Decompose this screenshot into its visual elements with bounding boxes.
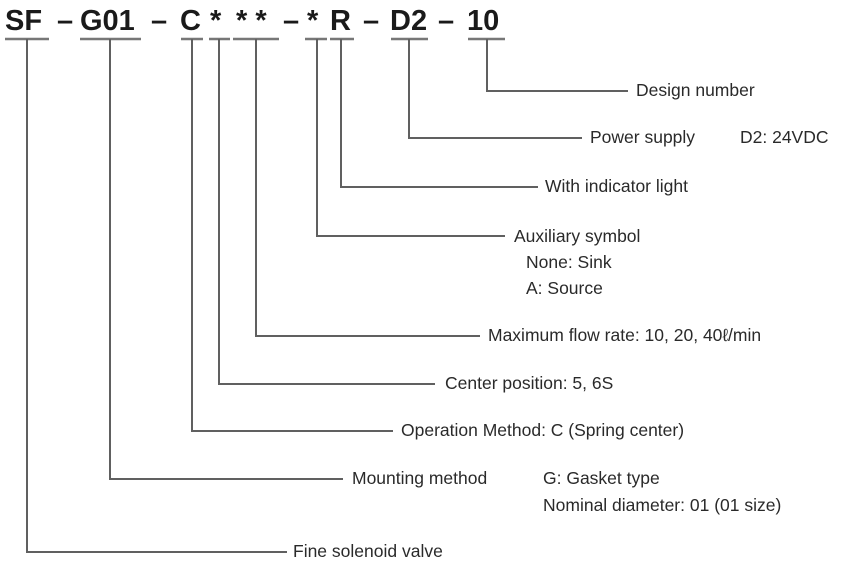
label-max-flow: Maximum flow rate: 10, 20, 40ℓ/min	[488, 325, 762, 345]
label-auxiliary: Auxiliary symbol	[514, 226, 641, 246]
leader-auxiliary	[316, 39, 505, 237]
leader-design-number	[486, 39, 628, 92]
label-indicator: With indicator light	[545, 176, 688, 196]
leader-mounting	[109, 39, 343, 480]
leader-indicator	[340, 39, 538, 188]
label-center-position: Center position: 5, 6S	[445, 373, 614, 393]
code-dash: –	[363, 5, 380, 37]
code-dash: –	[438, 5, 455, 37]
code-10: 10	[467, 5, 500, 37]
label-valve: Fine solenoid valve	[293, 541, 443, 561]
label-operation-method: Operation Method: C (Spring center)	[401, 420, 685, 440]
code-r: R	[330, 5, 351, 37]
code-auxiliary: *	[307, 5, 319, 37]
label-power-supply-detail: D2: 24VDC	[740, 127, 829, 147]
label-power-supply: Power supply	[590, 127, 696, 147]
leader-operation-method	[191, 39, 393, 432]
label-mounting-detail: G: Gasket type	[543, 468, 660, 488]
code-c: C	[180, 5, 201, 37]
leader-center-position	[218, 39, 435, 385]
label-design-number: Design number	[636, 80, 755, 100]
code-dash: –	[283, 5, 300, 37]
code-sf: SF	[5, 5, 43, 37]
code-flow: * *	[236, 5, 267, 37]
label-mounting-detail: Nominal diameter: 01 (01 size)	[543, 495, 782, 515]
code-d2: D2	[390, 5, 428, 37]
leader-max-flow	[255, 39, 480, 337]
label-auxiliary-option: None: Sink	[526, 252, 612, 272]
leader-valve	[26, 39, 287, 553]
label-auxiliary-option: A: Source	[526, 278, 603, 298]
code-g01: G01	[80, 5, 135, 37]
code-center: *	[210, 5, 222, 37]
code-dash: –	[57, 5, 74, 37]
code-dash: –	[151, 5, 168, 37]
leader-power-supply	[408, 39, 582, 139]
label-mounting: Mounting method	[352, 468, 488, 488]
